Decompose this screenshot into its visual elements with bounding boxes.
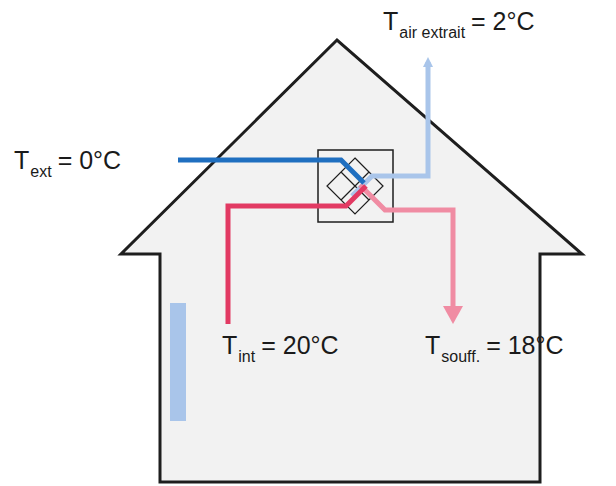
label-text: T (14, 146, 29, 174)
temperature-label: Tsouff. = 18°C (425, 330, 564, 364)
wall-panel (170, 303, 186, 421)
extract-air-flow (352, 62, 428, 196)
label-text: = 0°C (58, 146, 122, 174)
outdoor-air-flow (178, 160, 364, 183)
subscript-text: int (238, 348, 255, 365)
temperature-label: Tair extrait = 2°C (383, 6, 535, 40)
supply-air-flow (360, 185, 453, 312)
label-text: = 2°C (471, 7, 535, 35)
label-text: T (383, 7, 398, 35)
subscript-text: ext (30, 163, 51, 180)
indoor-air-flow (228, 186, 366, 324)
temperature-label: Text = 0°C (14, 145, 121, 179)
label-text: T (222, 331, 237, 359)
label-text: = 18°C (486, 331, 563, 359)
label-text: = 20°C (261, 331, 338, 359)
subscript-text: souff. (441, 348, 480, 365)
temperature-label: Tint = 20°C (222, 330, 339, 364)
supply-arrowhead (443, 306, 463, 324)
label-text: T (425, 331, 440, 359)
subscript-text: air extrait (399, 24, 465, 41)
house-outline (121, 40, 582, 482)
